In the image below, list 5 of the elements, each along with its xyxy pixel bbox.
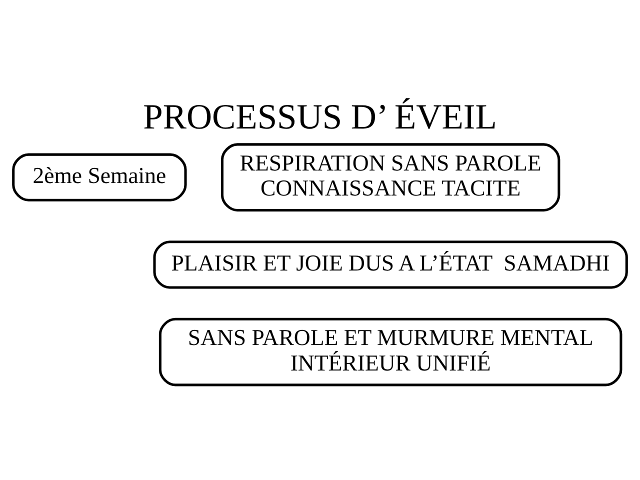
node-box: 2ème Semaine bbox=[12, 153, 187, 202]
node-box: SANS PAROLE ET MURMURE MENTAL INTÉRIEUR UNIFIÉ bbox=[158, 318, 622, 386]
node-box: RESPIRATION SANS PAROLE CONNAISSANCE TACITE bbox=[220, 143, 560, 212]
node-box: PLAISIR ET JOIE DUS A L’ÉTAT SAMADHI bbox=[153, 240, 628, 289]
diagram-title: PROCESSUS D’ ÉVEIL bbox=[143, 96, 497, 136]
